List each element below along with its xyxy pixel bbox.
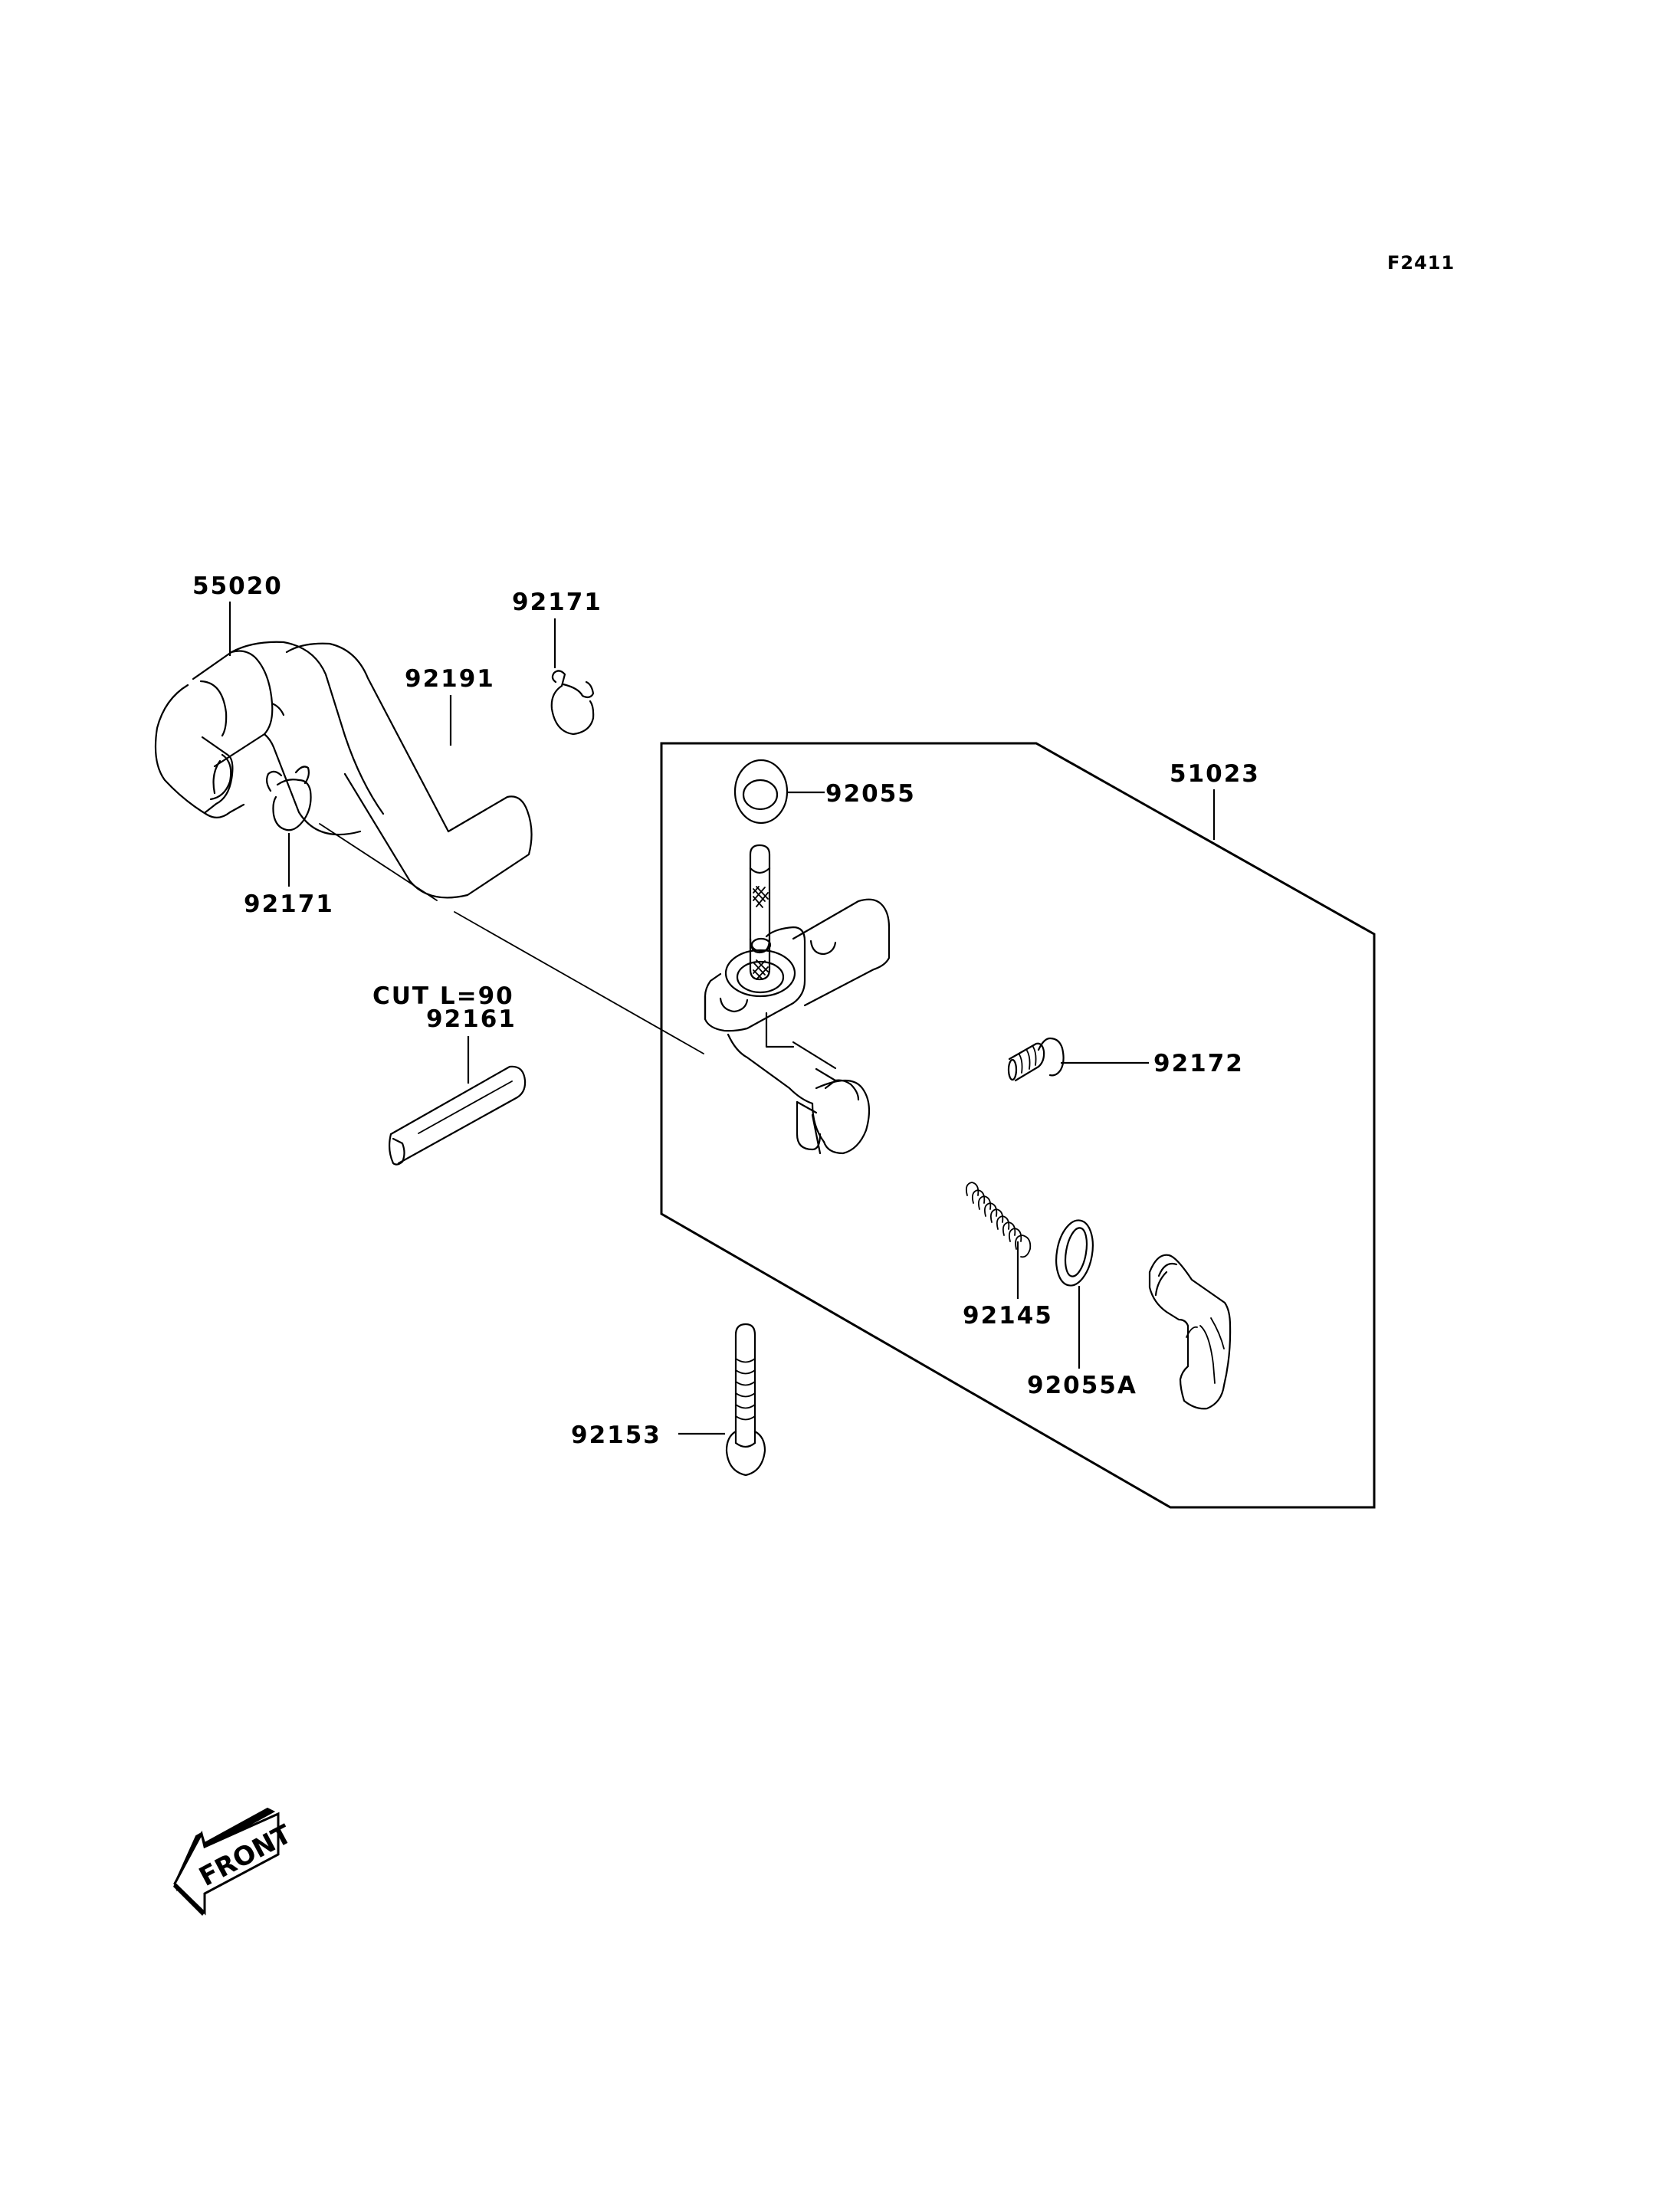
callout-label-92191[interactable]: 92191 xyxy=(405,665,495,693)
front-arrow-icon: FRONT xyxy=(173,1807,297,1916)
callout-label-92161[interactable]: 92161 xyxy=(426,1005,517,1033)
callout-note-cut-length: CUT L=90 xyxy=(372,982,514,1010)
callout-label-92055A[interactable]: 92055A xyxy=(1027,1372,1137,1399)
callout-label-55020[interactable]: 55020 xyxy=(192,572,283,600)
gasket-92055A-drawing xyxy=(1055,1219,1094,1287)
spring-92145-drawing xyxy=(965,1182,1032,1258)
screw-92153-drawing xyxy=(725,1323,766,1477)
screw-92172-drawing xyxy=(1007,1037,1065,1082)
fuel-cock-body-drawing xyxy=(704,844,891,1155)
callout-label-92153[interactable]: 92153 xyxy=(571,1421,661,1449)
callout-label-92172[interactable]: 92172 xyxy=(1153,1050,1244,1077)
figure-code: F2411 xyxy=(1387,252,1455,274)
callout-label-92055[interactable]: 92055 xyxy=(825,780,916,808)
hose-connection-line xyxy=(319,823,704,1054)
assembly-frame xyxy=(660,742,1376,1509)
leader-lines xyxy=(228,602,1216,1435)
callout-label-92145[interactable]: 92145 xyxy=(963,1302,1053,1330)
oring-92055-drawing xyxy=(733,759,789,825)
clamp-lower-drawing xyxy=(265,766,312,831)
fuel-cock-lever-drawing xyxy=(1148,1254,1232,1410)
callout-label-51023[interactable]: 51023 xyxy=(1170,760,1260,788)
tube-92161-drawing xyxy=(388,1065,527,1166)
callout-label-92171-upper[interactable]: 92171 xyxy=(512,589,602,616)
clamp-upper-drawing xyxy=(550,670,595,736)
hose-55020-drawing xyxy=(154,641,385,836)
callout-label-92171-lower[interactable]: 92171 xyxy=(244,890,334,918)
